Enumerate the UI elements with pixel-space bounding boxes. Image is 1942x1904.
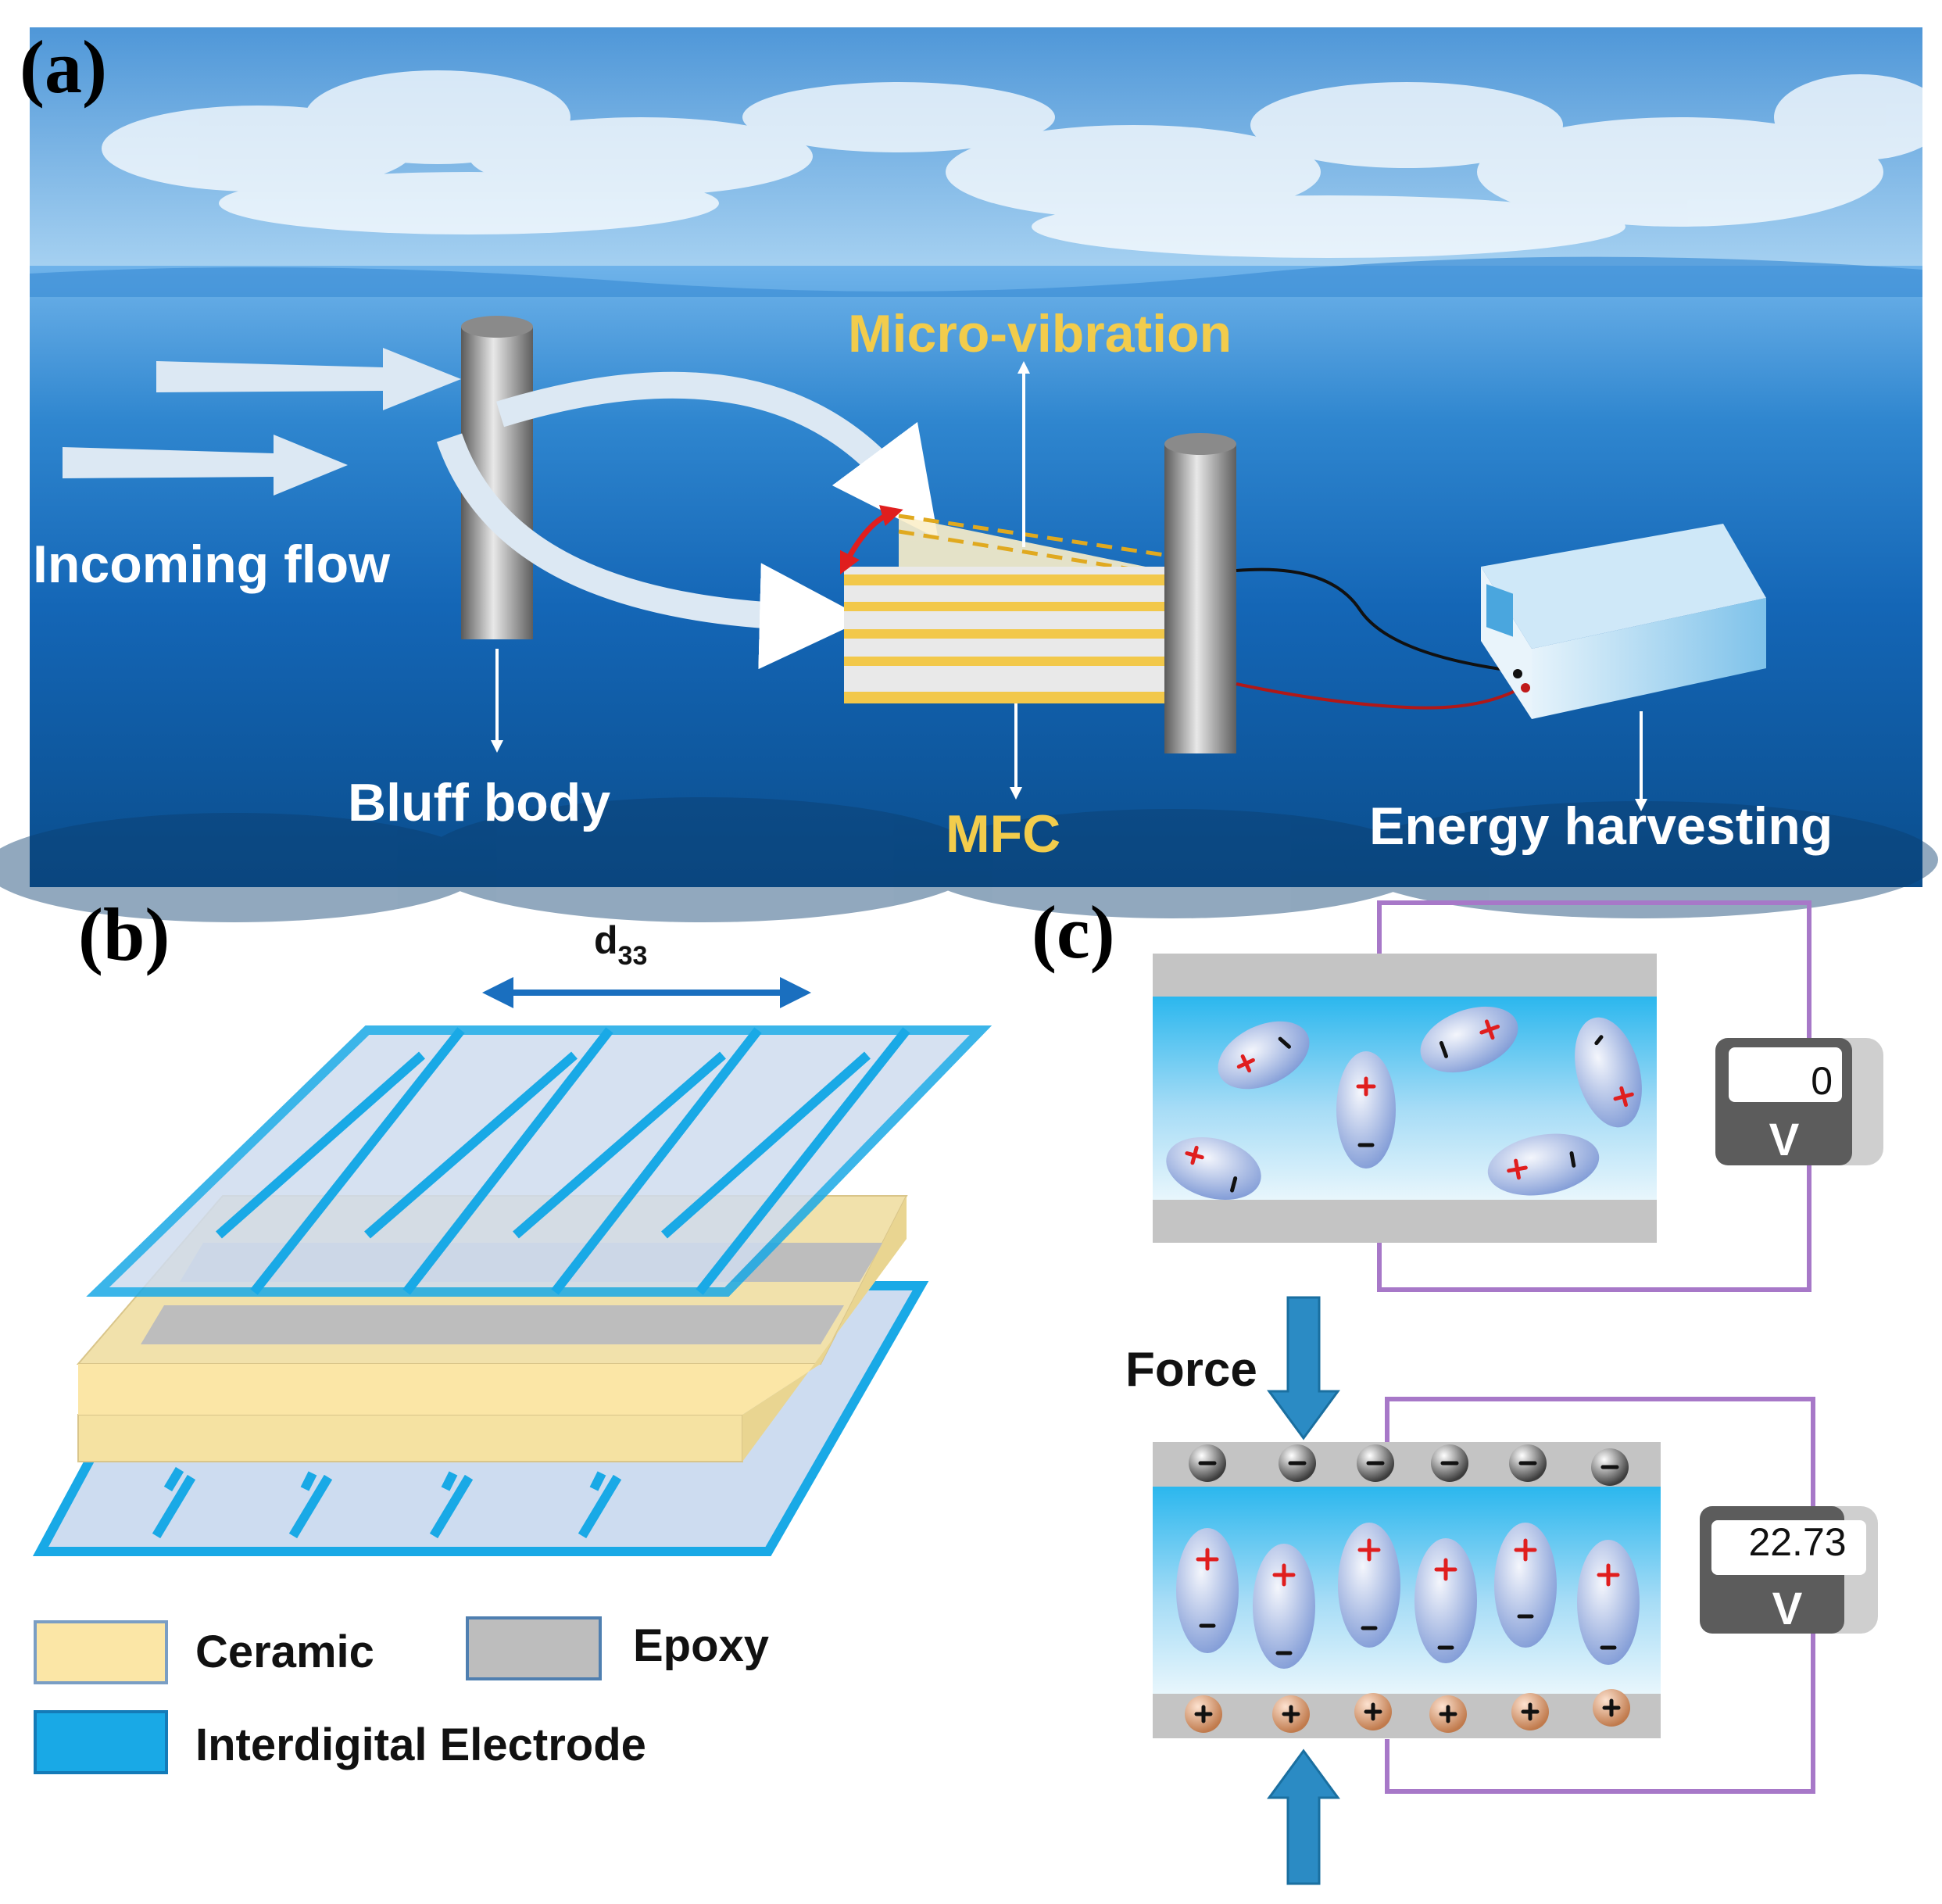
flow-arrow-upper	[156, 348, 461, 410]
sea-surface	[30, 256, 1922, 297]
flow-stream-lower	[436, 433, 866, 670]
legend-swatch-epoxy	[466, 1616, 602, 1680]
d33-label: d33	[594, 918, 647, 971]
unstressed-state: 0 V	[1153, 900, 1883, 1292]
flow-stream-upper	[496, 371, 939, 539]
incoming-flow-label: Incoming flow	[33, 535, 391, 594]
energy-harvesting-label: Energy harvesting	[1369, 796, 1833, 856]
top-electrode-stressed	[1153, 1442, 1661, 1487]
aligned-dipoles	[1176, 1523, 1640, 1669]
positive-charges	[1185, 1689, 1630, 1733]
mfc-label: MFC	[946, 804, 1060, 864]
legend-swatch-electrode	[34, 1710, 168, 1774]
panel-b-label: (b)	[78, 893, 170, 976]
force-arrows: Force	[1125, 1296, 1340, 1885]
clouds	[102, 70, 1942, 258]
mfc-block	[839, 505, 1165, 703]
legend: Ceramic Epoxy Interdigital Electrode	[34, 1616, 769, 1774]
force-arrow-up	[1267, 1748, 1340, 1885]
coral-floor	[0, 797, 1938, 922]
negative-charges	[1189, 1444, 1629, 1486]
legend-swatch-ceramic	[34, 1620, 168, 1684]
upper-electrode-plate	[86, 1025, 992, 1297]
top-electrode-layer	[1153, 954, 1657, 997]
bottom-electrode-stressed	[1153, 1694, 1661, 1738]
force-arrow-down	[1267, 1296, 1340, 1441]
voltmeter-top-value: 0	[1811, 1059, 1833, 1103]
voltmeter-top: 0 V	[1715, 1038, 1883, 1165]
legend-label-ceramic: Ceramic	[195, 1627, 374, 1677]
force-label: Force	[1125, 1343, 1257, 1397]
random-dipoles	[1166, 1006, 1642, 1201]
voltmeter-bottom: 22.73 V	[1700, 1506, 1878, 1634]
panel-a: (a)	[0, 25, 1942, 922]
mfc-support-cylinder	[1164, 433, 1236, 753]
stressed-state: 22.73 V	[1153, 1397, 1878, 1794]
voltmeter-bottom-unit: V	[1772, 1584, 1803, 1634]
panel-c: (c) 0 V	[1032, 890, 1883, 1885]
incoming-flow-arrows	[63, 348, 461, 496]
voltmeter-top-unit: V	[1769, 1115, 1800, 1165]
legend-label-epoxy: Epoxy	[633, 1620, 769, 1671]
micro-vibration-label: Micro-vibration	[848, 304, 1232, 363]
bottom-electrode-layer	[1153, 1200, 1657, 1243]
legend-label-electrode: Interdigital Electrode	[195, 1720, 646, 1770]
panel-c-label: (c)	[1032, 890, 1115, 974]
bluff-body-label: Bluff body	[348, 773, 610, 832]
panel-b: (b) d33	[32, 893, 992, 1774]
energy-harvesting-device	[1481, 524, 1766, 719]
flow-arrow-lower	[63, 435, 348, 496]
wire-black	[1236, 567, 1525, 674]
voltmeter-bottom-value: 22.73	[1748, 1520, 1846, 1564]
wire-red	[1236, 682, 1529, 710]
panel-a-label: (a)	[20, 25, 107, 109]
vibration-red-arrow	[839, 505, 903, 575]
